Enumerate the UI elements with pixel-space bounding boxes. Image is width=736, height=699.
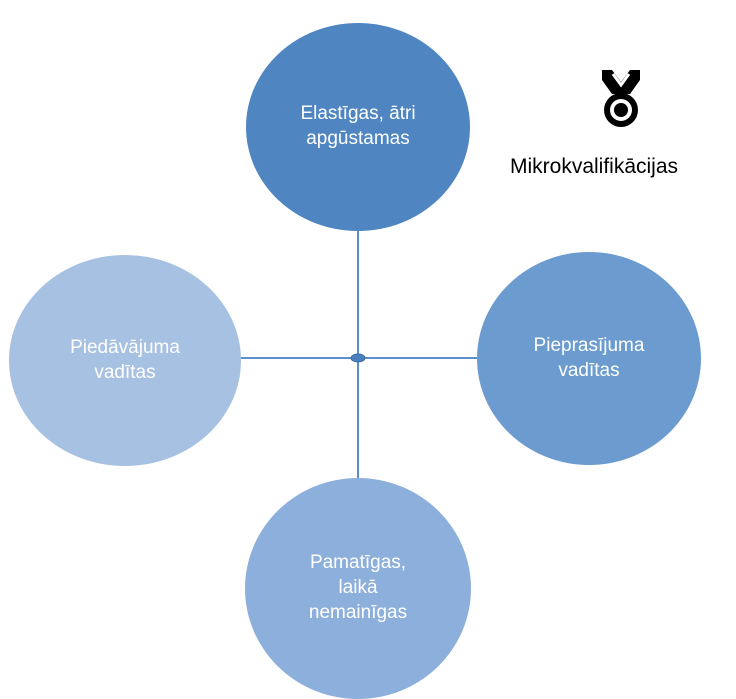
medal-icon (602, 70, 640, 127)
node-flexible-line-2: apgūstamas (306, 128, 410, 149)
node-thorough: Pamatīgas, laikā nemainīgas (245, 478, 471, 699)
node-thorough-line-2: laikā (338, 577, 378, 599)
node-flexible-line-1: Elastīgas, ātri (300, 103, 416, 125)
node-flexible: Elastīgas, ātri apgūstamas (246, 23, 470, 231)
node-thorough-line-3: nemainīgas (308, 601, 408, 623)
node-thorough-line-1: Pamatīgas, (309, 552, 407, 574)
node-demand-driven-line-2: vadītas (558, 359, 620, 381)
medal-caption: Mikrokvalifikācijas (510, 155, 679, 178)
node-supply-driven-line-1: Piedāvājuma (70, 336, 180, 358)
node-supply-driven-line-2: vadītas (94, 361, 156, 383)
node-supply-driven: Piedāvājuma vadītas (9, 255, 241, 466)
node-demand-driven-line-1: Pieprasījuma (533, 334, 645, 356)
node-demand-driven: Pieprasījuma vadītas (477, 252, 701, 465)
center-hub (350, 353, 366, 363)
